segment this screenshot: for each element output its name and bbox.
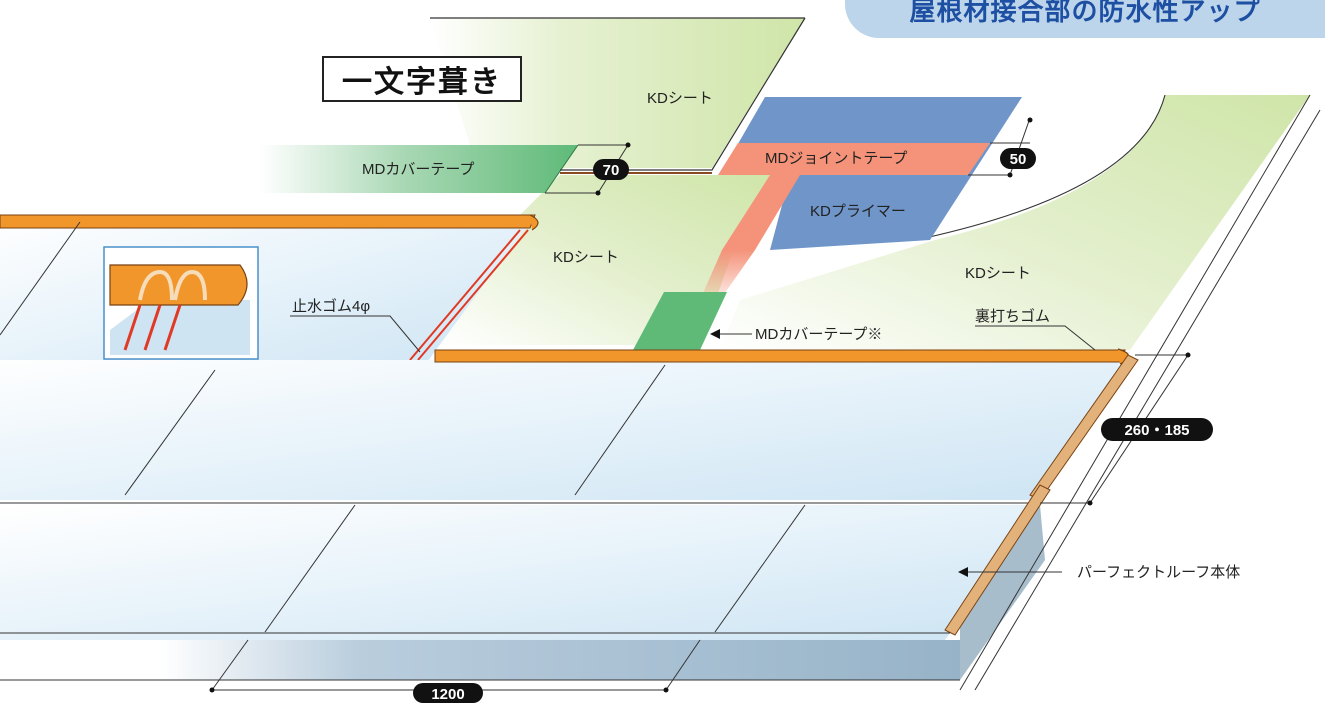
middle-panel [0, 352, 1130, 500]
dim1200-text: 1200 [431, 686, 464, 703]
label-md-cover-note: MDカバーテープ※ [755, 326, 882, 343]
dim1200-tick-left [211, 639, 249, 691]
md-joint-tape-band [718, 143, 990, 175]
label-water-stop: 止水ゴム4φ [292, 297, 370, 315]
lower-panel-side [960, 505, 1045, 680]
right-edge-line-2 [974, 109, 1321, 691]
middle-seam-2 [574, 364, 666, 496]
label-kd-sheet-top: KDシート [647, 90, 713, 107]
dim70-dot-bottom [595, 190, 601, 196]
label-backing-rubber: 裏打ちゴム [975, 307, 1050, 325]
lower-panel-seam-fold [944, 484, 1051, 636]
middle-panel-rubber [434, 349, 1126, 363]
right-edge-line [959, 94, 1311, 691]
dim1200-tick-right [665, 639, 701, 691]
label-kd-primer: KDプライマー [810, 203, 906, 220]
dim50-text: 50 [1010, 151, 1027, 168]
dim1200-dot-left [209, 687, 215, 693]
arrow-roof-body [958, 567, 968, 577]
label-roof-body: パーフェクトルーフ本体 [1077, 564, 1240, 581]
label-md-cover-tape: MDカバーテープ [362, 161, 474, 178]
arc-line [924, 94, 1166, 239]
md-joint-tape-stem [722, 175, 800, 250]
feature-banner: 屋根材接合部の防水性アップ [845, 0, 1325, 38]
dim50-dot-bottom [1007, 172, 1013, 178]
kd-sheet-right [720, 95, 1310, 350]
page-title: 一文字葺き [322, 56, 522, 102]
water-stop-line-2 [409, 229, 521, 361]
kd-sheet-top [430, 18, 805, 168]
dimw-text: 260・185 [1124, 422, 1189, 439]
dim70-dot-top [625, 142, 631, 148]
dimw-dot-top [1185, 352, 1191, 358]
label-kd-sheet-mid: KDシート [553, 249, 619, 266]
label-kd-sheet-right: KDシート [965, 265, 1031, 282]
dim70-text: 70 [603, 162, 620, 179]
upper-panel-rubber [0, 214, 536, 229]
dimw-badge [1101, 418, 1213, 441]
md-joint-tape-fade [700, 250, 755, 300]
md-cover-tape-small [633, 292, 727, 350]
lower-panel-edge-fill [160, 640, 960, 680]
lower-panel [0, 505, 1040, 640]
dim50-dot-top [1027, 117, 1033, 123]
md-cover-tape-top [260, 145, 578, 193]
md-cover-tape-top-edge [544, 144, 579, 194]
leader-backing-rubber [975, 325, 1096, 351]
dim1200-dot-right [663, 687, 669, 693]
label-md-joint-tape: MDジョイントテープ [765, 150, 907, 167]
middle-seam-1 [124, 369, 216, 496]
lower-seam-1 [264, 504, 356, 633]
water-stop-line-1 [417, 229, 529, 361]
leader-water-stop [290, 315, 421, 353]
dim70-badge [593, 159, 629, 180]
banner-text: 屋根材接合部の防水性アップ [909, 0, 1261, 27]
arrow-md-cover-note [710, 329, 720, 339]
dim50-badge [1000, 148, 1036, 169]
dim1200-badge [413, 683, 483, 703]
lower-seam-2 [714, 504, 806, 633]
upper-panel-seam [0, 221, 81, 336]
upper-panel-curl [529, 214, 539, 231]
title-text: 一文字葺き [342, 65, 502, 100]
detail-inset [103, 246, 259, 360]
dimw-dot-bottom [1087, 500, 1093, 506]
